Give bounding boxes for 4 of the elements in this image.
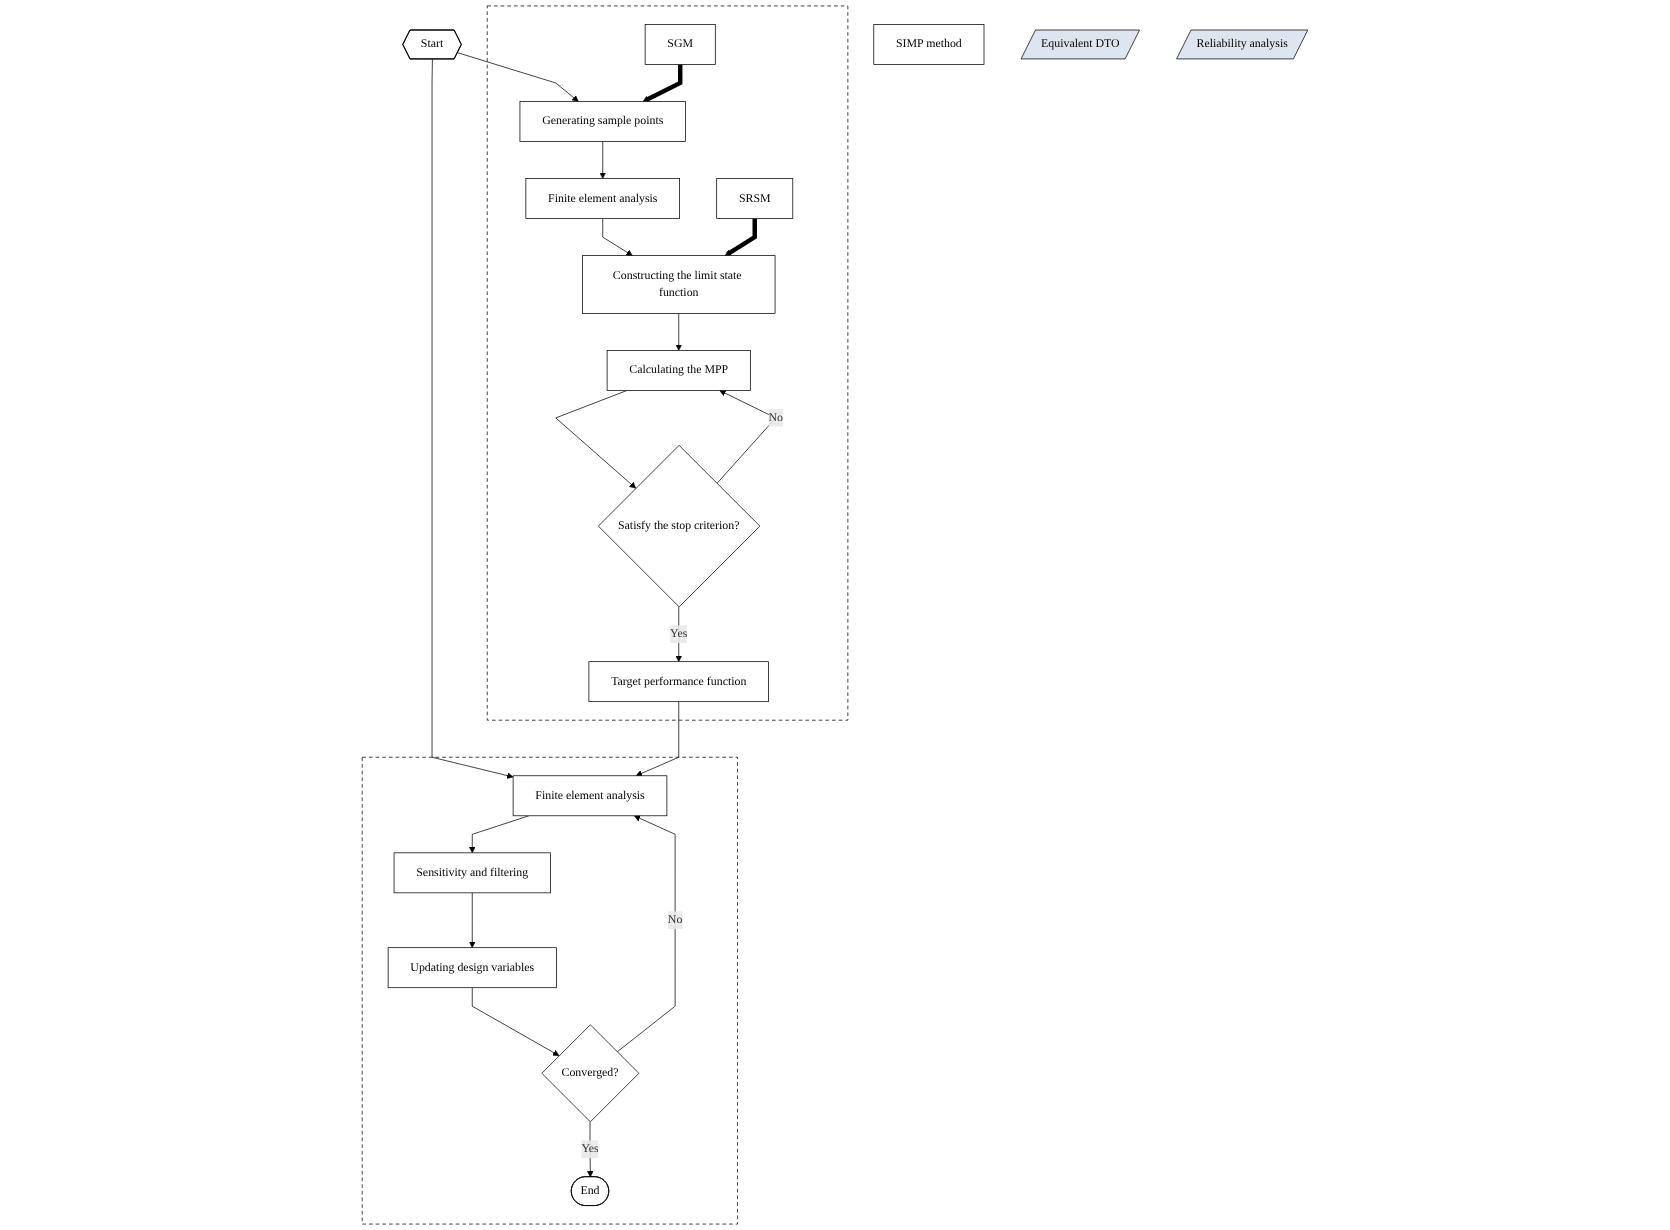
arrow [724,218,757,256]
cluster [486,5,849,721]
arrow [642,64,683,103]
cluster [361,756,738,1225]
